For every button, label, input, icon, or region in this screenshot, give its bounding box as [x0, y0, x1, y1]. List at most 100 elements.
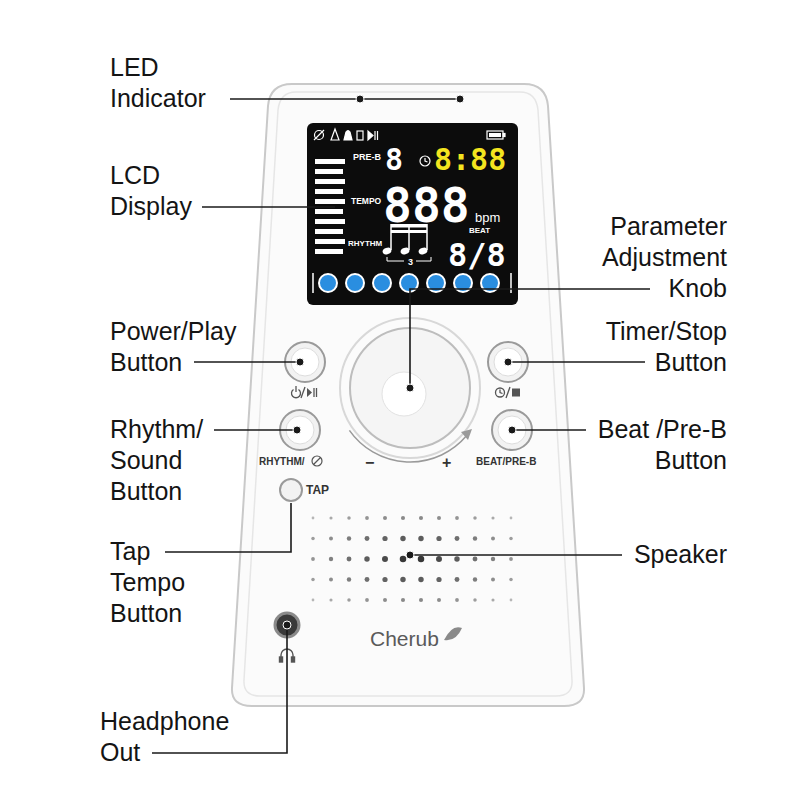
level-bar — [315, 199, 345, 204]
metronome-icon — [331, 129, 339, 140]
part-label: Parameter Adjustment Knob — [577, 211, 727, 304]
display-label: RHYTHM — [348, 240, 382, 248]
brand-logo: Cherub — [370, 627, 439, 650]
leader-dot — [406, 384, 414, 392]
note-beam — [391, 230, 427, 233]
speaker-hole — [312, 599, 315, 602]
speaker-hole — [400, 556, 407, 563]
speaker-hole — [455, 598, 459, 602]
speaker-hole — [382, 577, 387, 582]
leader-dot — [293, 426, 301, 434]
speaker-hole — [383, 598, 387, 602]
speaker-hole — [473, 577, 477, 581]
slash-icon — [314, 458, 321, 465]
speaker-hole — [364, 556, 369, 561]
speaker-hole — [329, 516, 332, 519]
speaker-grille — [311, 516, 513, 602]
clock-hands — [500, 390, 503, 394]
level-bar — [315, 169, 343, 174]
logo-leaf — [444, 627, 462, 640]
speaker-hole — [418, 556, 425, 563]
triplet-number: 3 — [408, 258, 413, 267]
speaker-hole — [418, 577, 423, 582]
part-label: LED Indicator — [110, 52, 235, 114]
speaker-hole — [455, 516, 459, 520]
speaker-hole — [347, 536, 351, 540]
slash-icon — [506, 387, 510, 398]
speaker-hole — [473, 536, 477, 540]
part-label: Headphone Out — [100, 706, 250, 768]
part-label: Beat /Pre-B Button — [577, 414, 727, 476]
part-label: Power/Play Button — [110, 316, 260, 378]
triplet-notes — [382, 224, 431, 261]
speaker-hole — [436, 577, 441, 582]
part-label: Timer/Stop Button — [577, 316, 727, 378]
beat-separator — [510, 273, 512, 293]
speaker-hole — [491, 578, 495, 582]
beat-light — [373, 274, 391, 292]
leader-dot — [283, 621, 291, 629]
unit-label: bpm — [475, 211, 500, 224]
button-caption: RHYTHM/ — [259, 456, 305, 467]
tap-button — [280, 479, 302, 501]
speaker-hole — [312, 517, 315, 520]
speaker-hole — [365, 577, 370, 582]
sound-icon — [312, 456, 322, 466]
speaker-hole — [329, 598, 332, 601]
part-label: Tap Tempo Button — [110, 536, 225, 629]
clock-hands — [425, 158, 428, 162]
speaker-hole — [401, 516, 405, 520]
button-caption: TAP — [306, 484, 329, 497]
housing-ridge — [244, 92, 572, 696]
clock-icon — [496, 388, 505, 397]
speaker-hole — [365, 536, 370, 541]
speaker-hole — [510, 599, 513, 602]
level-bar — [315, 209, 343, 214]
slash-icon — [301, 387, 305, 398]
clock-icon — [420, 156, 430, 166]
speaker-hole — [329, 578, 333, 582]
leader-lines — [152, 99, 650, 753]
speaker-hole — [311, 578, 315, 582]
leader-line — [512, 429, 586, 431]
timer-digits: 8:88 — [434, 145, 506, 175]
speaker-hole — [510, 517, 513, 520]
leader-dot — [508, 426, 516, 434]
level-bar — [315, 229, 343, 234]
level-bar — [315, 189, 343, 194]
display-label: PRE-B — [353, 153, 381, 162]
knob-highlight — [382, 372, 426, 416]
speaker-hole — [347, 598, 351, 602]
speaker-hole — [311, 537, 315, 541]
phone-icon — [357, 131, 363, 140]
led-light — [357, 96, 363, 102]
leader-dot — [456, 95, 464, 103]
button-caption: BEAT/PRE-B — [476, 456, 536, 467]
bell-icon — [344, 131, 352, 141]
stop-icon — [512, 389, 520, 397]
speaker-hole — [382, 556, 388, 562]
note-head — [382, 246, 393, 255]
speaker-hole — [383, 516, 387, 520]
speaker-hole — [419, 516, 423, 520]
leader-dot — [504, 358, 512, 366]
power-play-icon — [291, 386, 316, 398]
leader-dot — [296, 358, 304, 366]
sound-icon — [315, 131, 324, 140]
speaker-hole — [454, 556, 459, 561]
housing-outline — [232, 84, 584, 706]
beat-digits: 8/8 — [448, 239, 506, 271]
part-label: Speaker — [577, 539, 727, 570]
leader-line — [194, 361, 300, 363]
jack-hole — [283, 621, 291, 629]
level-bar — [315, 179, 345, 184]
level-bar — [315, 159, 345, 164]
speaker-hole — [491, 537, 495, 541]
speaker-hole — [436, 556, 442, 562]
level-bar — [315, 249, 343, 254]
pause-icon — [316, 388, 317, 397]
speaker-hole — [436, 536, 441, 541]
play-icon — [307, 388, 312, 397]
